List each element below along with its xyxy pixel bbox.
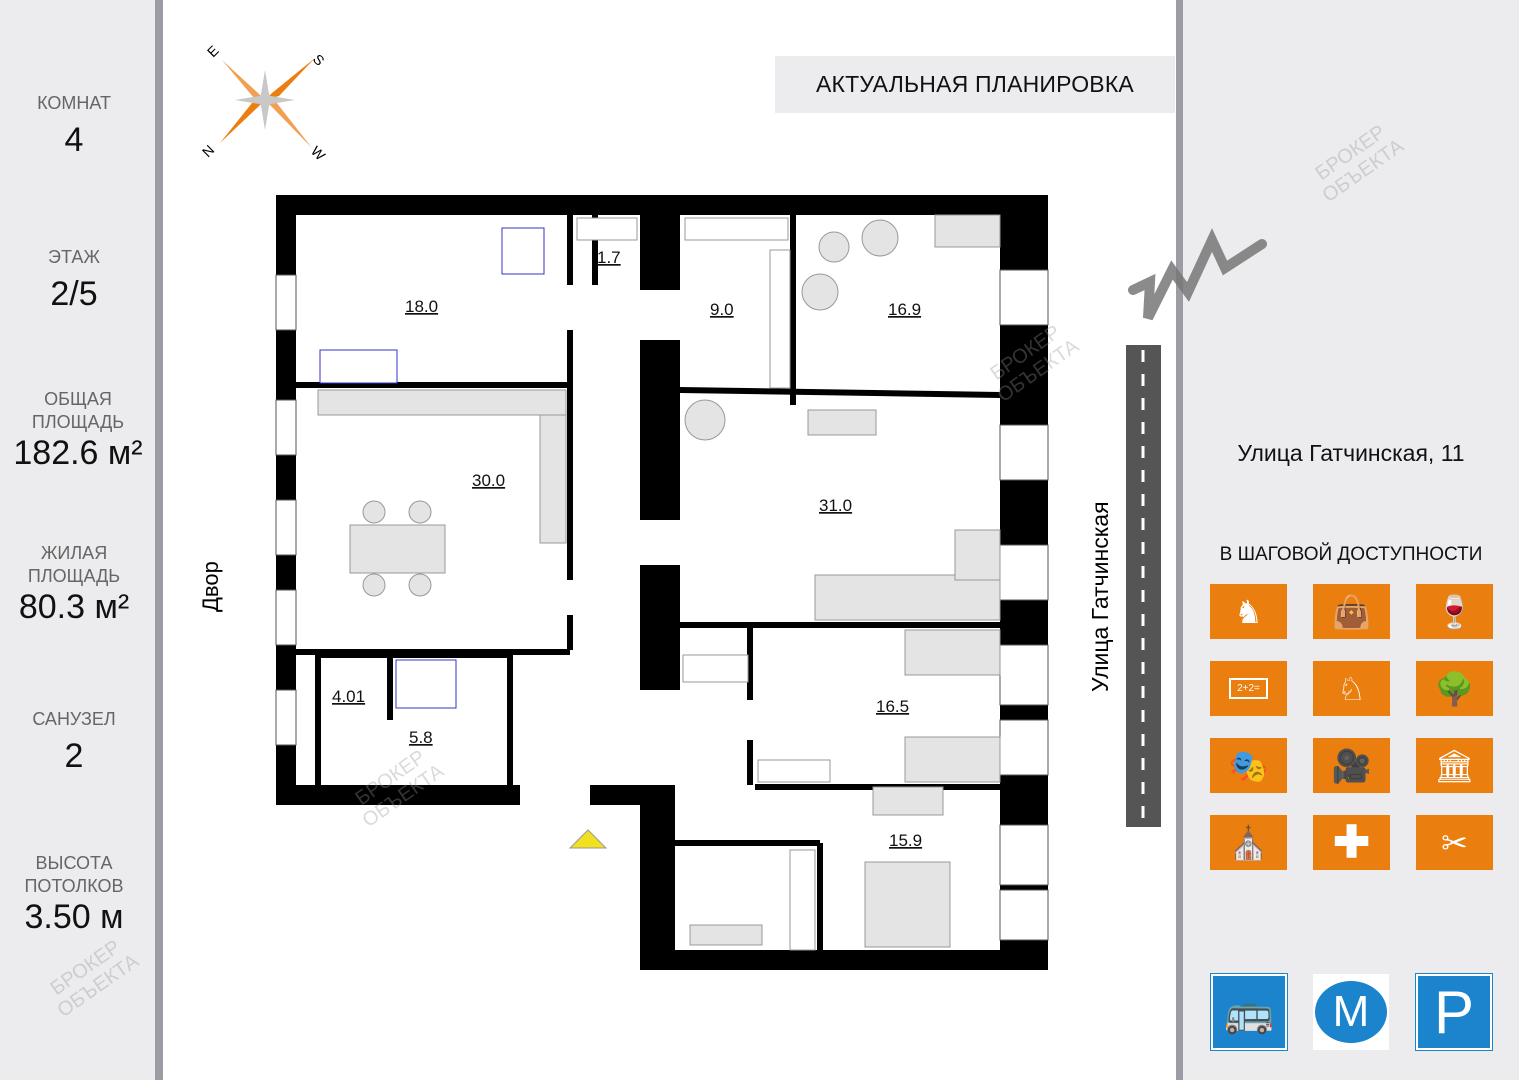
stat-value: 80.3 м² [18, 588, 130, 626]
page-title: АКТУАЛЬНАЯ ПЛАНИРОВКА [775, 56, 1175, 113]
stat-value: 4 [64, 121, 84, 159]
room-area-label: 5.8 [409, 728, 433, 747]
compass-e: E [204, 42, 222, 60]
metro-icon: M [1313, 974, 1389, 1050]
entrance-marker [568, 829, 608, 849]
logo-watermark-icon [1128, 228, 1267, 321]
theatre-icon: 🎭 [1210, 738, 1287, 793]
stat-label: КОМНАТ [37, 93, 111, 113]
restaurant-icon: 🍷 [1416, 584, 1493, 639]
stat-value: 182.6 м² [13, 434, 143, 472]
stat-label: ОБЩАЯ ПЛОЩАДЬ [31, 389, 125, 432]
room-area-label: 31.0 [819, 496, 852, 515]
parking-icon: P [1415, 973, 1493, 1051]
park-icon: 🌳 [1416, 661, 1493, 716]
address: Улица Гатчинская, 11 [1237, 440, 1465, 466]
windows [275, 269, 1049, 941]
museum-icon: 🏛 [1416, 738, 1493, 793]
compass-s: S [310, 51, 328, 69]
room-area-label: 4.01 [332, 687, 365, 706]
info-panel [1183, 0, 1519, 1080]
compass-icon: E S N W [199, 42, 329, 164]
monument-icon: ♞ [1210, 584, 1287, 639]
compass-w: W [308, 143, 329, 164]
stats-panel [0, 0, 155, 1080]
shopping-icon: 👜 [1313, 584, 1390, 639]
interior-walls [296, 215, 1001, 950]
stat-bathrooms: САНУЗЕЛ 2 [0, 708, 148, 776]
stat-label: ЖИЛАЯ ПЛОЩАДЬ [27, 543, 121, 586]
medical-icon: ✚ [1313, 815, 1390, 870]
road [1126, 345, 1161, 827]
room-labels: 18.0 1.7 9.0 16.9 30.0 31.0 4.01 5.8 16.… [332, 248, 922, 850]
yard-label: Двор [198, 561, 223, 612]
bus-icon: 🚌 [1210, 973, 1288, 1051]
stat-label: ЭТАЖ [48, 247, 100, 267]
walking-distance-title: В ШАГОВОЙ ДОСТУПНОСТИ [1219, 544, 1483, 565]
room-area-label: 1.7 [597, 248, 621, 267]
room-area-label: 16.5 [876, 697, 909, 716]
cinema-icon: 🎥 [1313, 738, 1390, 793]
room-area-label: 15.9 [889, 831, 922, 850]
stat-rooms: КОМНАТ 4 [0, 92, 148, 160]
kindergarten-icon: ♘ [1313, 661, 1390, 716]
church-icon: ⛪ [1210, 815, 1287, 870]
room-area-label: 30.0 [472, 471, 505, 490]
room-area-label: 18.0 [405, 297, 438, 316]
stat-value: 3.50 м [24, 898, 124, 936]
street-label: Улица Гатчинская [1087, 501, 1113, 692]
stat-value: 2/5 [50, 275, 98, 313]
divider-left [155, 0, 163, 1080]
furniture [317, 214, 1001, 951]
barber-icon: ✂ [1416, 815, 1493, 870]
compass-n: N [199, 142, 217, 160]
room-area-label: 9.0 [710, 300, 734, 319]
divider-right [1176, 0, 1183, 1080]
school-board-text: 2+2= [1229, 678, 1268, 699]
room-area-label: 16.9 [888, 300, 921, 319]
stat-label: ВЫСОТА ПОТОЛКОВ [24, 853, 124, 896]
stat-floor: ЭТАЖ 2/5 [0, 246, 148, 314]
stat-value: 2 [64, 737, 84, 775]
stat-label: САНУЗЕЛ [32, 709, 116, 729]
school-icon: 2+2= [1210, 661, 1287, 716]
